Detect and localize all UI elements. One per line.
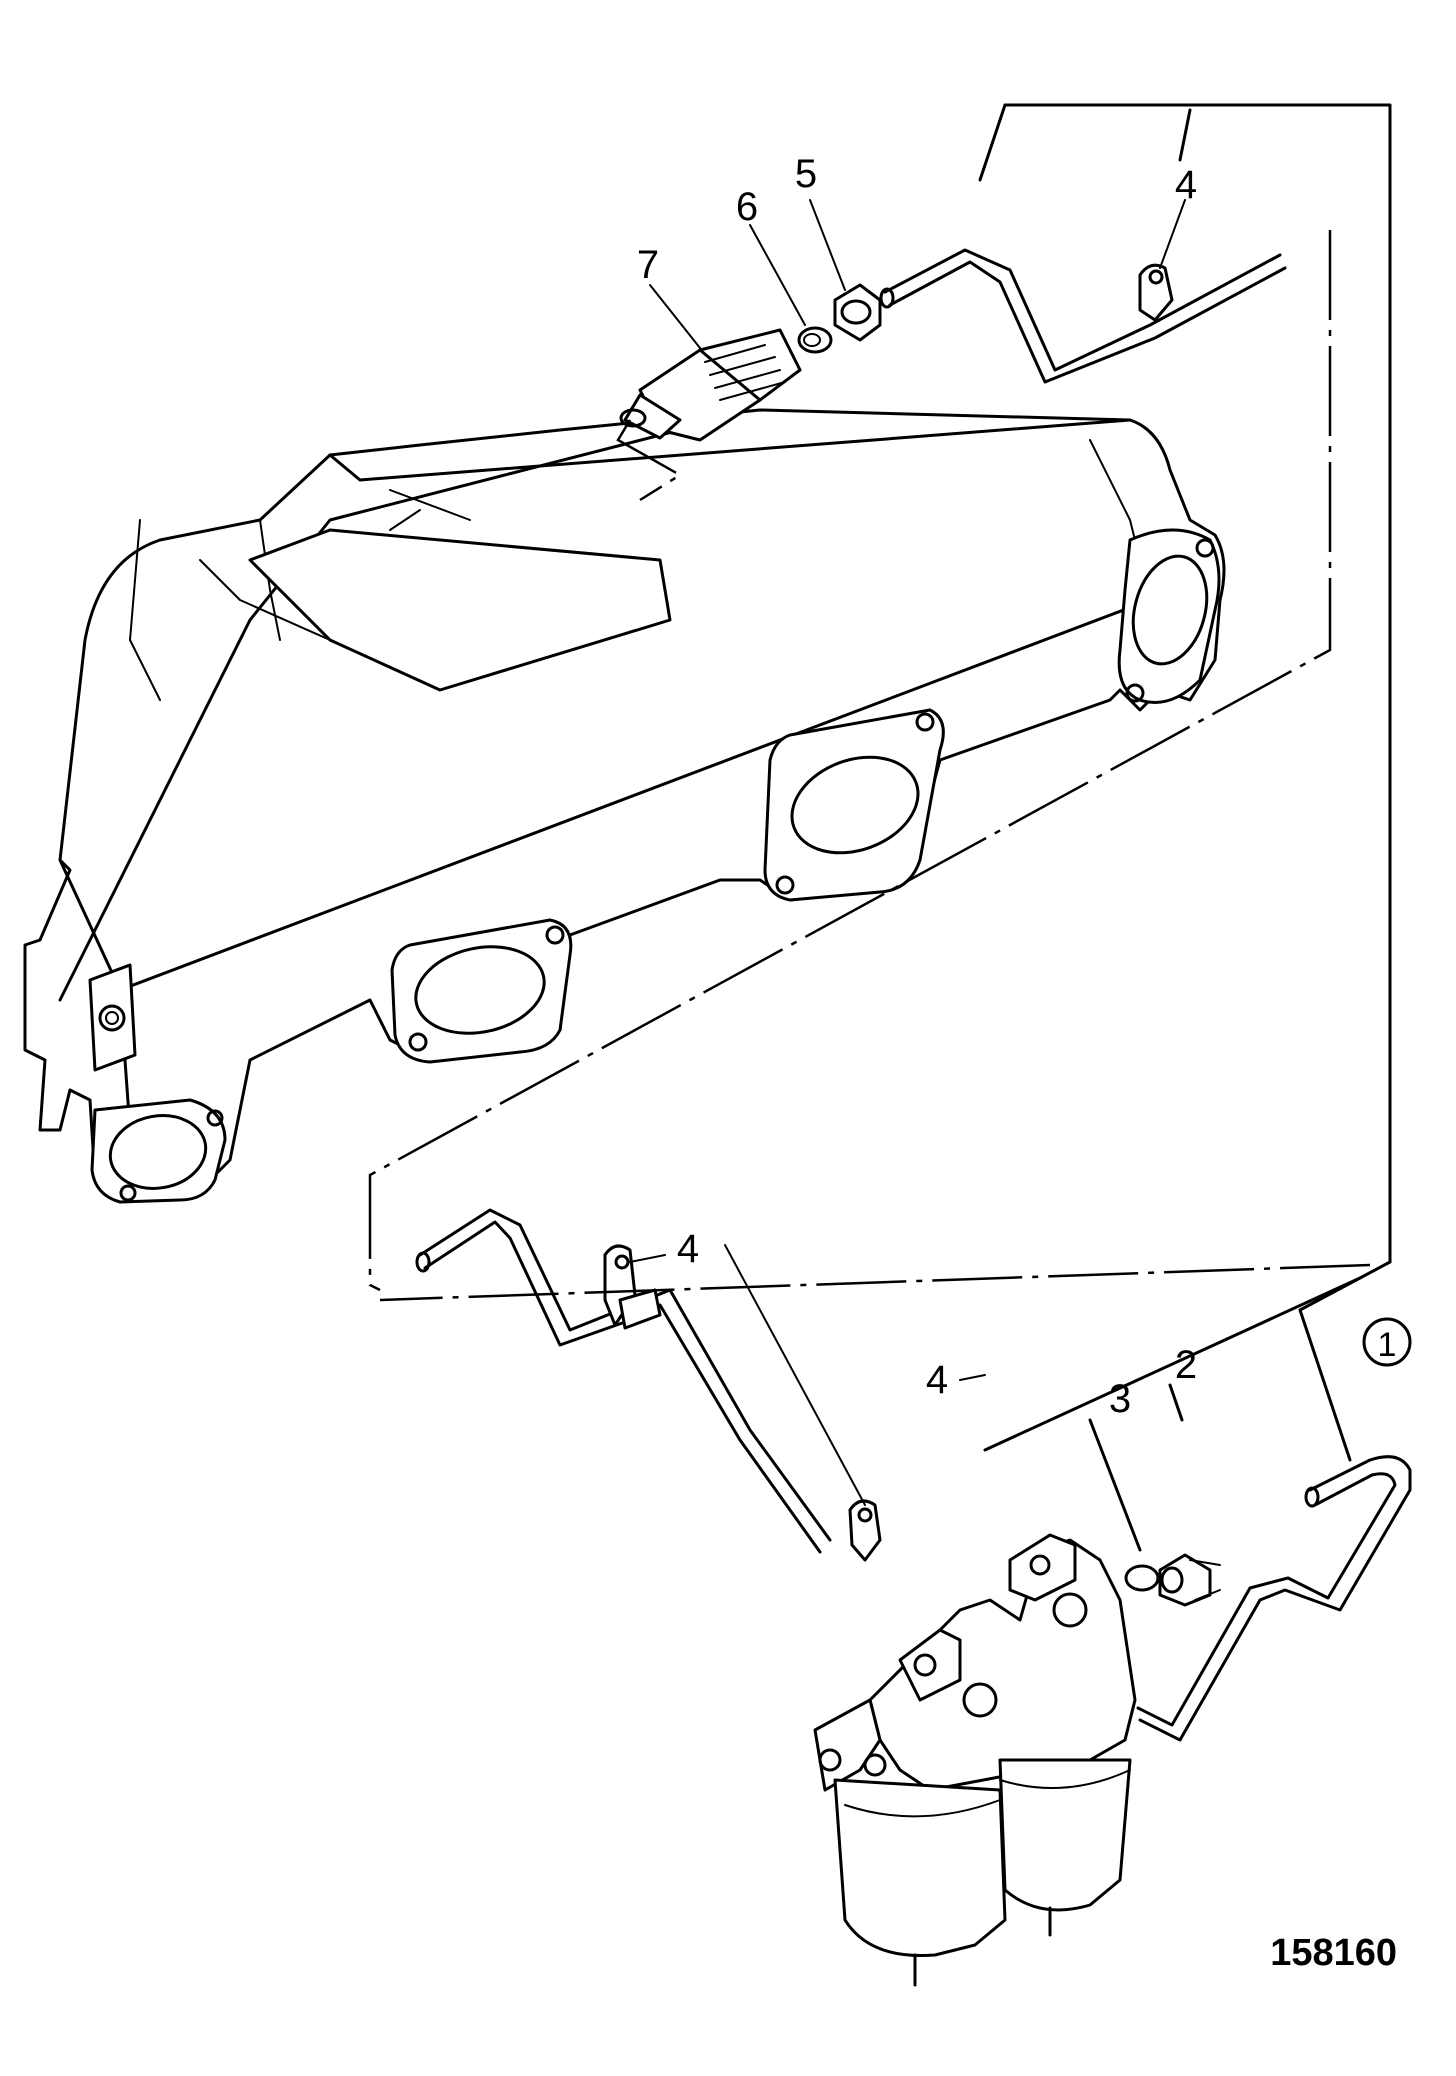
callout-4-lower: 4 xyxy=(926,1358,948,1402)
water-tube-lower xyxy=(415,1208,882,1562)
water-tube-upper xyxy=(879,248,1287,384)
manifold-flange-2 xyxy=(763,708,945,902)
phantom-lines xyxy=(368,230,1371,1302)
callout-1-circle: 1 xyxy=(1362,1317,1412,1367)
bracket-lines xyxy=(978,103,1392,1552)
temperature-sender-7 xyxy=(619,328,802,442)
callout-7: 7 xyxy=(637,243,659,287)
callout-4-upper: 4 xyxy=(1175,163,1197,207)
return-tube xyxy=(1136,1455,1412,1742)
leader-lines xyxy=(629,199,1186,1506)
callout-4-middle: 4 xyxy=(677,1227,699,1271)
manifold-flange-1 xyxy=(1117,528,1221,704)
nut-5 xyxy=(833,283,882,342)
seal-washer-3 xyxy=(1124,1564,1160,1592)
seal-washer-6 xyxy=(797,326,833,354)
fitting-2 xyxy=(1158,1553,1221,1607)
callout-3: 3 xyxy=(1109,1377,1131,1421)
callout-5: 5 xyxy=(795,152,817,196)
filter-housing xyxy=(813,1533,1137,1987)
exhaust-manifold xyxy=(23,408,1226,1204)
figure-id: 158160 xyxy=(1270,1932,1397,1974)
callout-6: 6 xyxy=(736,185,758,229)
callout-1: 1 xyxy=(1378,1326,1397,1364)
callout-2: 2 xyxy=(1175,1343,1197,1387)
manifold-flange-4 xyxy=(90,1098,227,1204)
manifold-flange-3 xyxy=(390,918,573,1064)
